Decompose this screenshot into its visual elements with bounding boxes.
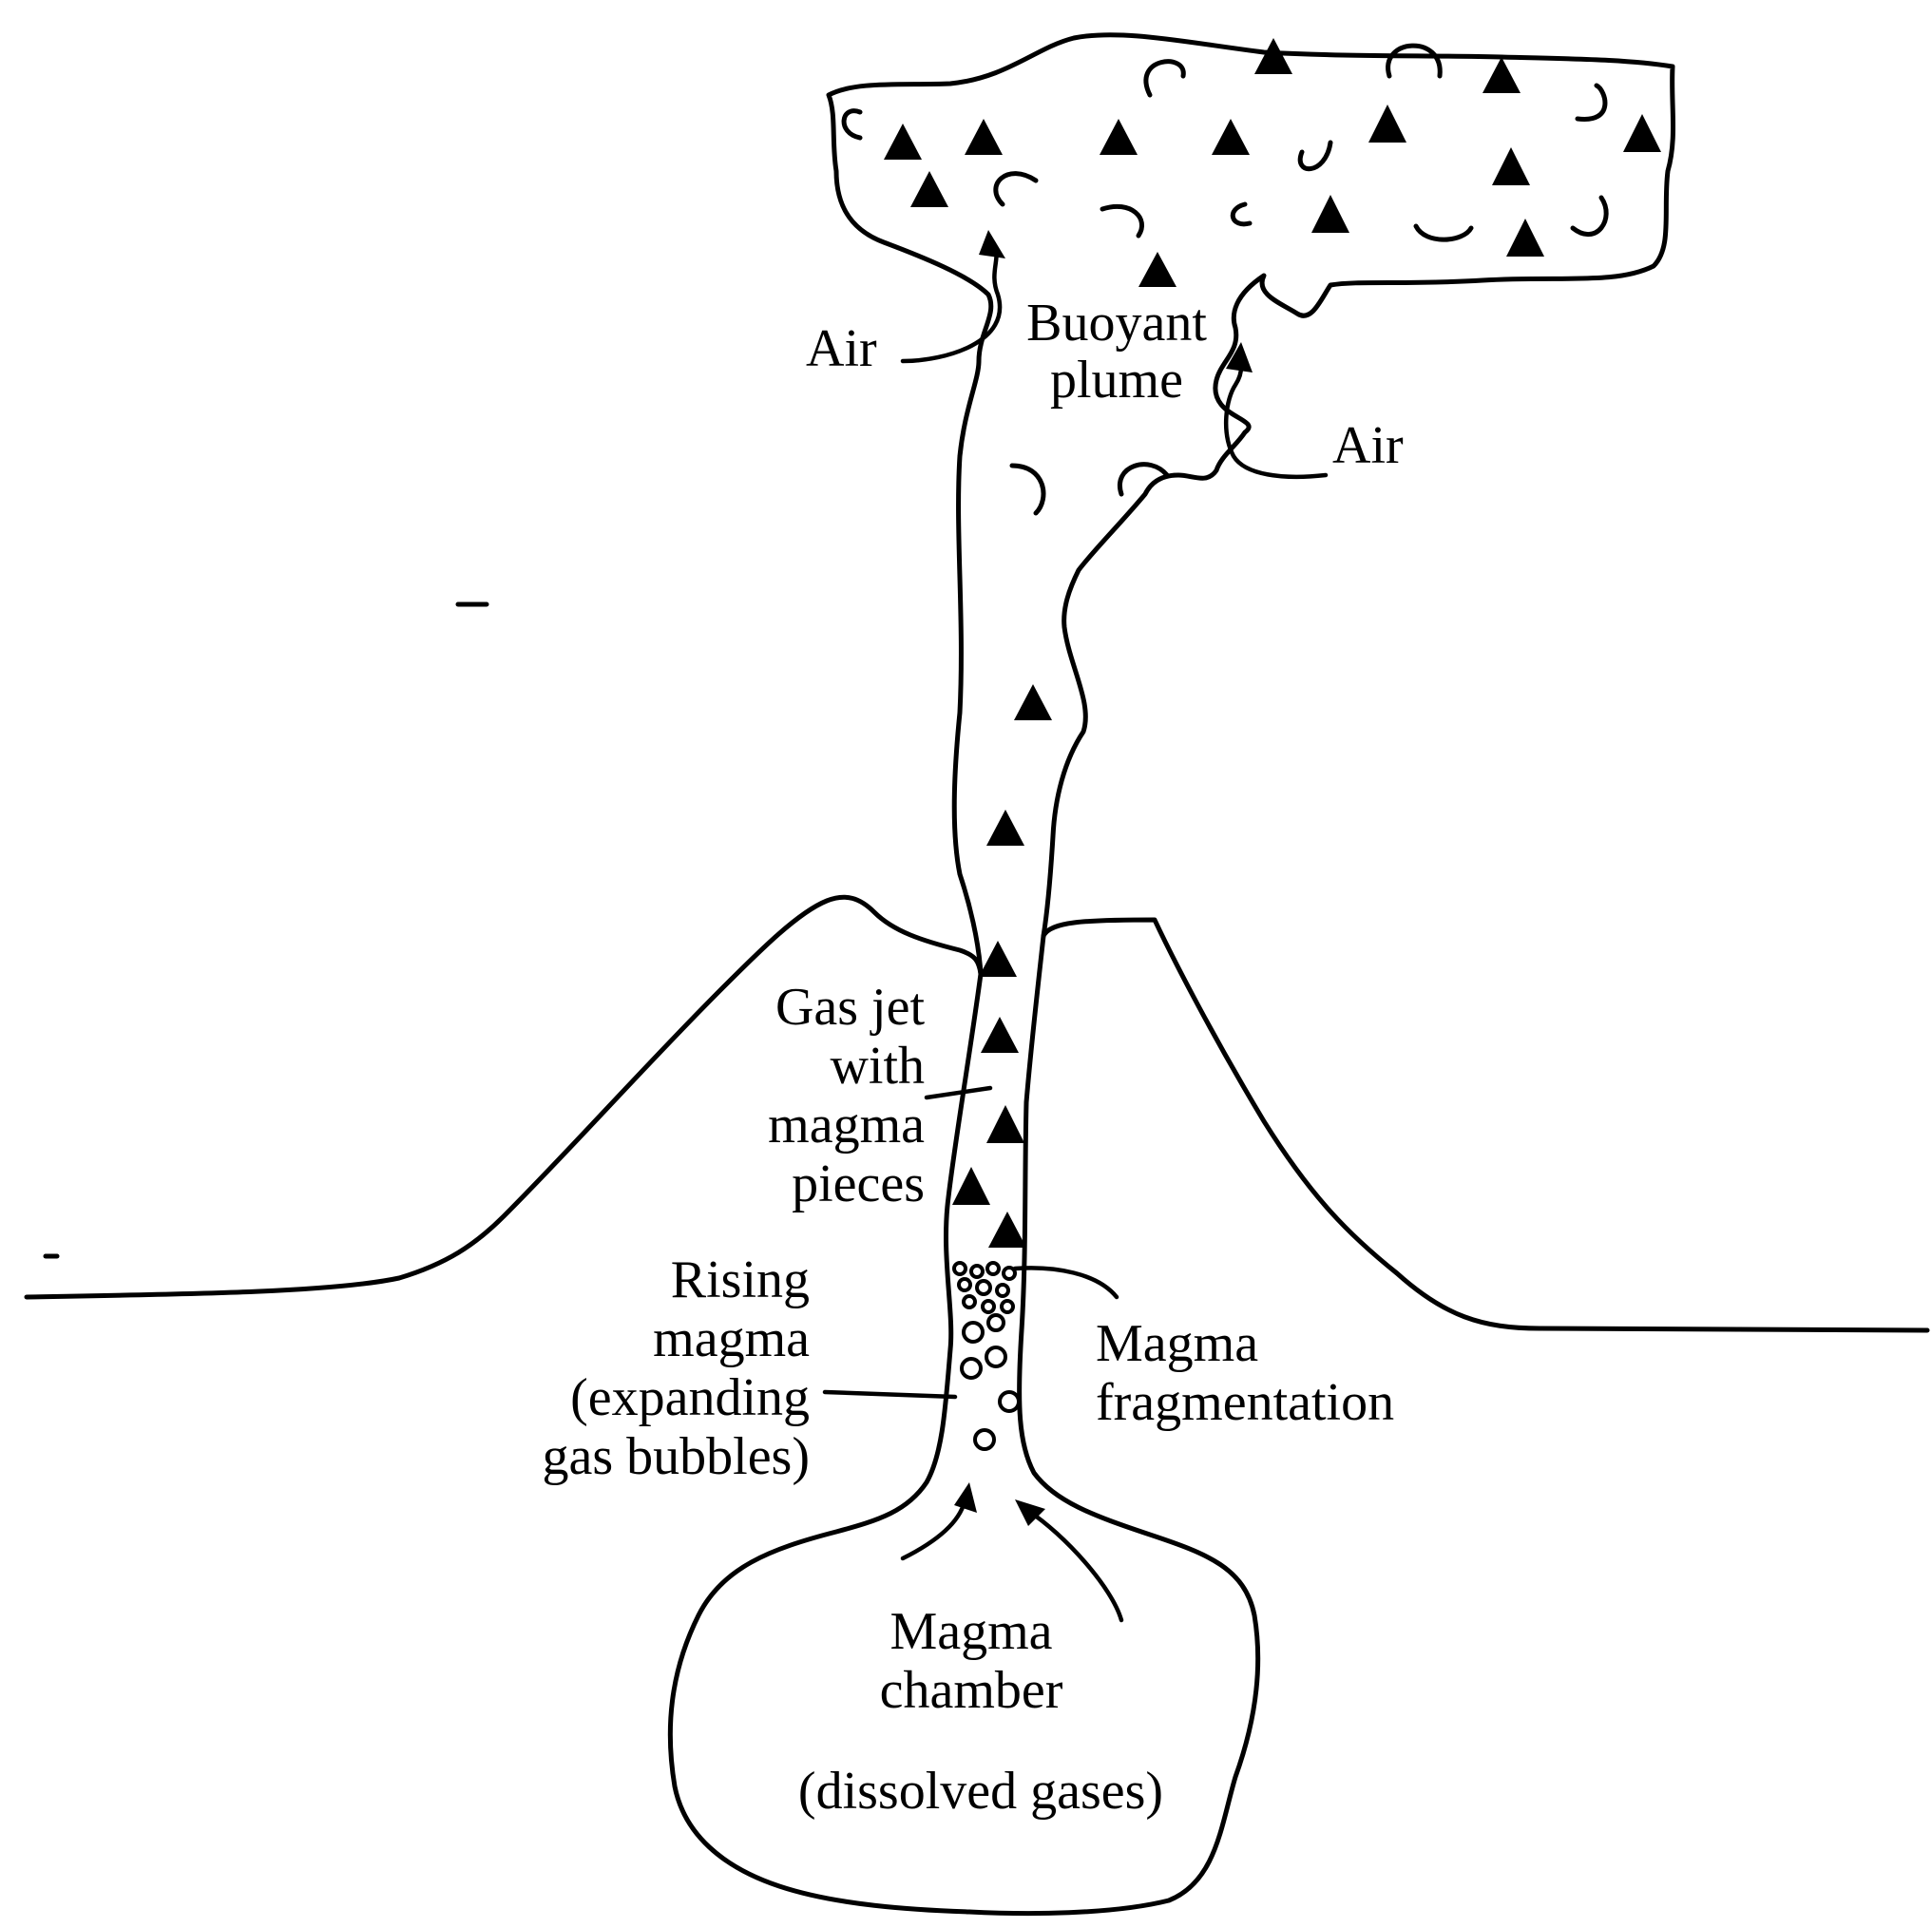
air-left-arrow-line <box>903 242 1000 361</box>
ash-particle <box>979 941 1017 977</box>
ash-particle <box>1492 147 1530 185</box>
ash-particle <box>986 1105 1024 1143</box>
ash-particle <box>988 1212 1026 1248</box>
gas-jet-leader <box>927 1088 990 1098</box>
labels: Air Buoyant plume Air Gas jet with magma… <box>542 294 1404 1821</box>
bubble <box>987 1263 999 1274</box>
ash-particle <box>1014 684 1052 720</box>
ash-particle <box>1623 114 1661 152</box>
eddy-arrow <box>1102 206 1142 236</box>
ash-particle <box>952 1167 990 1205</box>
rising-magma-label-line3: (expanding <box>570 1368 810 1427</box>
arrowhead-icon <box>979 230 1005 258</box>
ash-particle <box>1212 119 1250 155</box>
buoyant-plume-label-line2: plume <box>1050 351 1183 410</box>
magma-chamber-label-line2: chamber <box>880 1661 1063 1720</box>
bubble <box>977 1281 990 1294</box>
magma-chamber-label-line1: Magma <box>889 1602 1052 1661</box>
eddy-arrow <box>1388 46 1441 76</box>
ash-particle <box>884 124 922 160</box>
cone-right <box>1043 920 1927 1330</box>
bubble <box>962 1359 981 1378</box>
air-left-label: Air <box>806 319 877 378</box>
ash-particle <box>965 119 1003 155</box>
ash-particle <box>1100 119 1138 155</box>
eddy-arrow <box>996 174 1036 204</box>
ash-particle <box>1368 105 1406 143</box>
ash-particle <box>1311 195 1349 233</box>
bubble <box>1002 1301 1013 1312</box>
gas-jet-label-line3: magma <box>768 1096 925 1155</box>
ash-particle <box>1506 219 1544 257</box>
bubble <box>954 1263 966 1274</box>
arrowhead-icon <box>954 1482 977 1513</box>
ash-particle <box>986 810 1024 846</box>
eddy-arrow <box>1012 466 1043 513</box>
bubble <box>959 1279 970 1290</box>
eddy-arrow <box>844 111 860 138</box>
magma-inflow-left-line <box>903 1501 965 1558</box>
rising-magma-label-line4: gas bubbles) <box>542 1427 810 1486</box>
bubble <box>986 1347 1005 1366</box>
bubble <box>975 1430 994 1449</box>
rising-magma-label-line1: Rising <box>671 1250 810 1309</box>
gas-jet-label-line4: pieces <box>792 1155 925 1213</box>
gas-jet-label-line2: with <box>830 1037 925 1096</box>
ash-particle <box>981 1017 1019 1053</box>
ash-particles <box>884 38 1661 1248</box>
fragmentation-label-line2: fragmentation <box>1096 1373 1394 1432</box>
bubble <box>964 1323 983 1342</box>
buoyant-plume-label-line1: Buoyant <box>1026 294 1207 353</box>
bubble <box>988 1315 1004 1330</box>
bubble <box>997 1285 1008 1296</box>
air-right-label: Air <box>1332 416 1404 475</box>
eddy-arrow <box>1300 143 1330 169</box>
ash-particle <box>910 171 948 207</box>
plume <box>829 35 1674 974</box>
bubble <box>1000 1392 1019 1411</box>
plume-outline <box>829 35 1674 974</box>
eddy-arrow <box>1578 86 1605 119</box>
ash-particle <box>1254 38 1292 74</box>
gas-bubbles <box>954 1263 1019 1449</box>
gas-jet-label-line1: Gas jet <box>775 978 926 1037</box>
rising-magma-leader <box>825 1392 955 1397</box>
fragmentation-label-line1: Magma <box>1096 1314 1258 1373</box>
rising-magma-label-line2: magma <box>653 1309 810 1368</box>
eddy-arrow <box>1233 204 1250 224</box>
eddy-arrow <box>1146 62 1183 95</box>
volcano-cone <box>27 604 1927 1330</box>
bubble <box>964 1296 975 1308</box>
eddy-arrow <box>1573 198 1606 235</box>
ash-particle <box>1138 252 1176 287</box>
bubble <box>971 1266 983 1277</box>
magma-chamber-label-line3: (dissolved gases) <box>798 1762 1163 1821</box>
fragmentation-leader <box>1015 1268 1117 1297</box>
eddy-arrow <box>1416 226 1471 239</box>
bubble <box>983 1301 994 1312</box>
ash-particle <box>1482 57 1521 93</box>
